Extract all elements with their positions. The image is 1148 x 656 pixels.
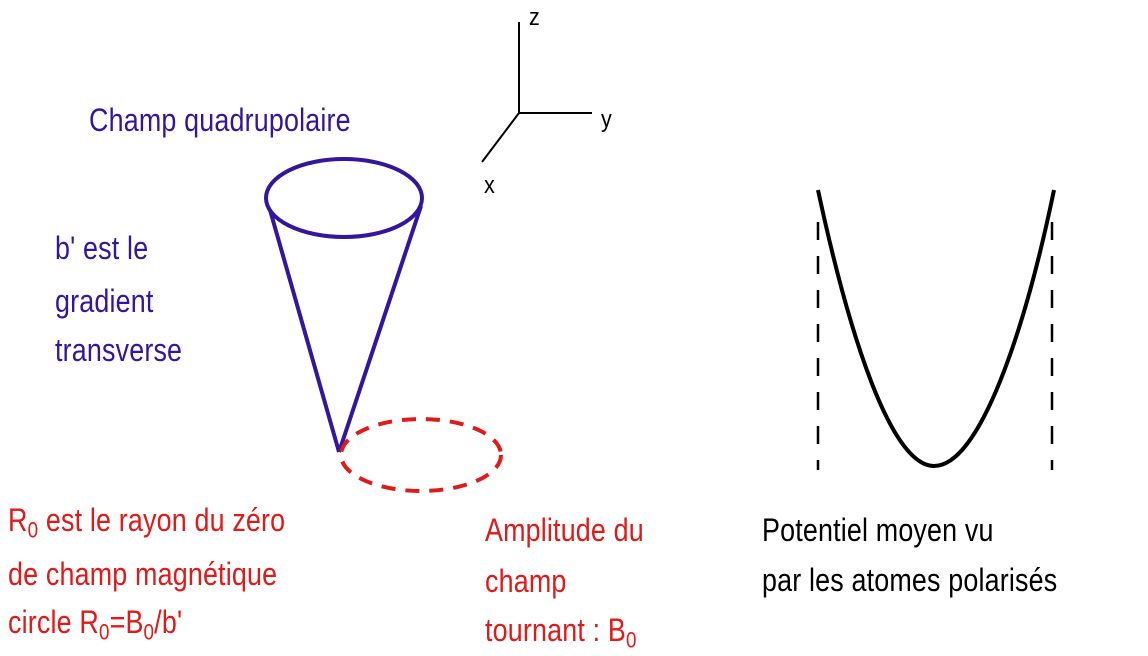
zero-field-circle	[339, 417, 503, 493]
zero-radius-line2: de champ magnétique	[8, 556, 278, 592]
potential-well	[816, 189, 1056, 470]
gradient-label-line2: gradient	[55, 283, 154, 319]
rotating-field-line3: tournant : B0	[485, 612, 637, 653]
y-axis-label: y	[601, 106, 612, 133]
cone-top-ellipse	[264, 157, 424, 239]
cone-left-edge	[268, 209, 341, 453]
rotating-field-line1: Amplitude du	[485, 512, 644, 548]
potential-line2: par les atomes polarisés	[762, 562, 1058, 598]
gradient-label-line3: transverse	[55, 332, 183, 368]
potential-line1: Potentiel moyen vu	[762, 512, 994, 548]
zero-radius-line3: circle R0=B0/b'	[8, 604, 183, 645]
x-axis-line	[481, 112, 520, 163]
gradient-label-line1: b' est le	[55, 230, 149, 266]
potential-curve	[816, 189, 1056, 469]
quadrupole-cone	[264, 157, 424, 453]
cone-right-edge	[337, 205, 423, 453]
quadrupole-title: Champ quadrupolaire	[89, 102, 351, 138]
x-axis-label: x	[484, 172, 495, 199]
rotating-field-line2: champ	[485, 563, 567, 599]
z-axis-label: z	[529, 4, 540, 31]
coordinate-axes	[481, 22, 592, 163]
zero-radius-line1: R0 est le rayon du zéro	[8, 502, 286, 543]
